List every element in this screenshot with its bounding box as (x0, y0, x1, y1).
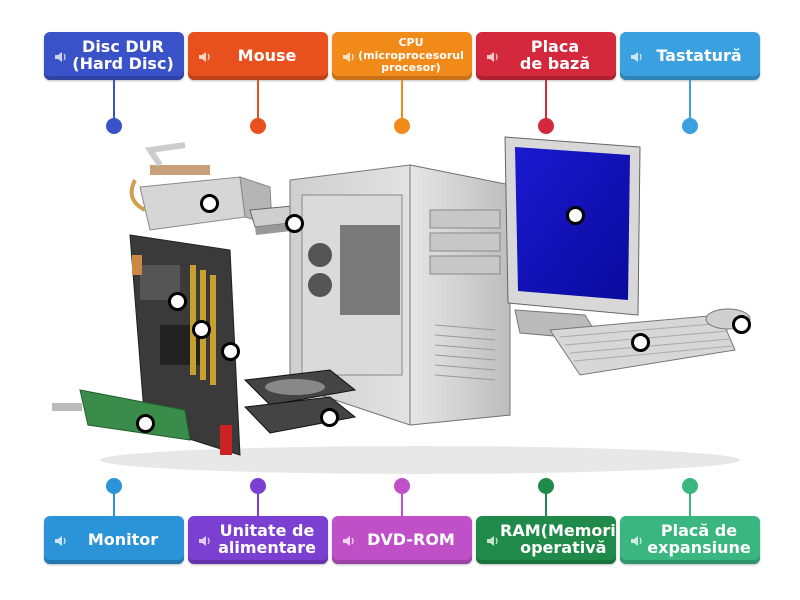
speaker-icon[interactable] (198, 49, 212, 63)
label-bottom_labels-4[interactable]: Placă de expansiune (620, 516, 760, 564)
label-text: DVD-ROM (367, 529, 455, 549)
connector-line (113, 80, 115, 126)
label-top_labels-4[interactable]: Tastatură (620, 32, 760, 80)
pin-ram[interactable] (192, 320, 211, 339)
label-top_labels-1[interactable]: Mouse (188, 32, 328, 80)
expansion-card-drawing (52, 389, 191, 441)
speaker-icon[interactable] (486, 49, 500, 63)
label-text: Mouse (237, 45, 297, 65)
speaker-icon[interactable] (630, 533, 644, 547)
pin-monitor-screen[interactable] (566, 206, 585, 225)
hard-disk-drawing (243, 369, 357, 434)
connector-line (545, 80, 547, 126)
speaker-icon[interactable] (198, 533, 212, 547)
speaker-icon[interactable] (630, 49, 644, 63)
speaker-icon[interactable] (342, 533, 356, 547)
pin-dvd-drive[interactable] (285, 214, 304, 233)
label-text: Unitate de alimentare (218, 521, 316, 557)
label-text: Placă de expansiune (647, 521, 751, 557)
speaker-icon[interactable] (54, 533, 68, 547)
connector-dot[interactable] (538, 118, 554, 134)
speaker-icon[interactable] (54, 49, 68, 63)
label-bottom_labels-3[interactable]: RAM(Memoria operativă (476, 516, 627, 564)
monitor-drawing (504, 136, 641, 341)
label-text: RAM(Memoria operativă (500, 521, 627, 557)
pin-expansion-card[interactable] (136, 414, 155, 433)
label-bottom_labels-0[interactable]: Monitor (44, 516, 184, 564)
pin-motherboard[interactable] (221, 342, 240, 361)
connector-line (401, 80, 403, 126)
connector-dot[interactable] (682, 118, 698, 134)
connector-dot[interactable] (250, 118, 266, 134)
connector-dot[interactable] (106, 118, 122, 134)
label-text: Monitor (87, 529, 159, 549)
connector-line (689, 486, 691, 516)
motherboard-drawing (129, 234, 241, 456)
pin-power-supply[interactable] (200, 194, 219, 213)
connector-line (257, 80, 259, 126)
label-top_labels-3[interactable]: Placa de bază (476, 32, 616, 80)
label-top_labels-2[interactable]: CPU (microprocesorul procesor) (332, 32, 472, 80)
label-text: CPU (microprocesorul procesor) (358, 36, 464, 75)
label-bottom_labels-1[interactable]: Unitate de alimentare (188, 516, 328, 564)
connector-line (545, 486, 547, 516)
speaker-icon[interactable] (342, 49, 356, 63)
connector-line (257, 486, 259, 516)
label-text: Disc DUR (Hard Disc) (72, 37, 174, 73)
label-bottom_labels-2[interactable]: DVD-ROM (332, 516, 472, 564)
pin-keyboard[interactable] (631, 333, 650, 352)
connector-dot[interactable] (106, 478, 122, 494)
label-text: Tastatură (656, 45, 742, 65)
speaker-icon[interactable] (486, 533, 500, 547)
connector-dot[interactable] (394, 478, 410, 494)
connector-line (401, 486, 403, 516)
connector-line (689, 80, 691, 126)
pc-components-illustration (52, 136, 751, 474)
connector-dot[interactable] (682, 478, 698, 494)
label-top_labels-0[interactable]: Disc DUR (Hard Disc) (44, 32, 184, 80)
pin-cpu[interactable] (168, 292, 187, 311)
connector-dot[interactable] (250, 478, 266, 494)
pin-mouse[interactable] (732, 315, 751, 334)
power-supply-drawing (129, 142, 273, 231)
pin-hard-disk[interactable] (320, 408, 339, 427)
connector-line (113, 486, 115, 516)
connector-dot[interactable] (538, 478, 554, 494)
label-text: Placa de bază (519, 37, 591, 73)
connector-dot[interactable] (394, 118, 410, 134)
tower-case-drawing (289, 164, 511, 426)
